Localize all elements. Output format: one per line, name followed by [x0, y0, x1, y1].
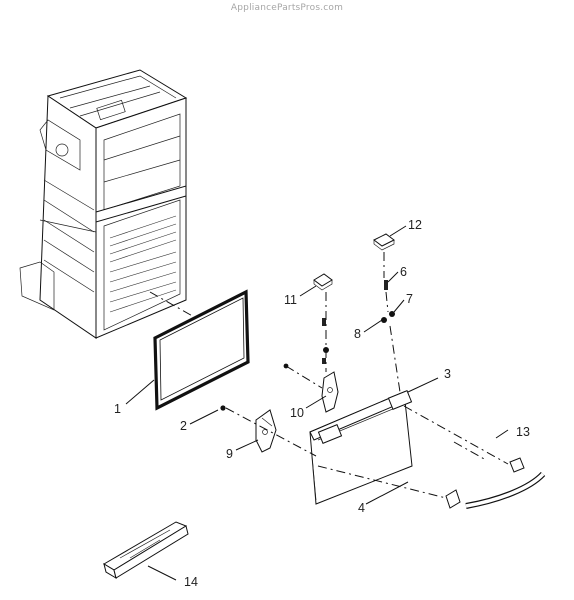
callout-12: 12 — [408, 218, 422, 232]
part-14-bin — [103, 521, 189, 580]
callout-7: 7 — [406, 292, 413, 306]
callout-9: 9 — [226, 447, 233, 461]
part-13-drawer-rail — [445, 457, 546, 509]
part-12-cap — [373, 233, 395, 251]
part-6-pin — [384, 280, 388, 290]
callout-10: 10 — [290, 406, 304, 420]
part-7-8-washers — [381, 311, 395, 323]
callout-14: 14 — [184, 575, 198, 589]
part-2-screw — [220, 405, 226, 411]
callout-8: 8 — [354, 327, 361, 341]
callout-1: 1 — [114, 402, 121, 416]
assembly-lines — [149, 252, 509, 499]
refrigerator-cabinet — [19, 69, 188, 339]
callout-4: 4 — [358, 501, 365, 515]
callout-13: 13 — [516, 425, 530, 439]
part-10-bracket-right — [321, 371, 339, 413]
part-11-cap — [313, 273, 333, 291]
callout-11: 11 — [284, 293, 297, 307]
part-3-drawer-front-panel — [309, 390, 413, 505]
leader-lines — [125, 225, 509, 581]
part-9-bracket-left — [255, 409, 277, 453]
callout-6: 6 — [400, 265, 407, 279]
hardware-pins — [283, 318, 329, 369]
part-1-door-gasket — [153, 289, 250, 411]
callout-3: 3 — [444, 367, 451, 381]
watermark: AppliancePartsPros.com — [230, 3, 344, 13]
callout-2: 2 — [180, 419, 187, 433]
